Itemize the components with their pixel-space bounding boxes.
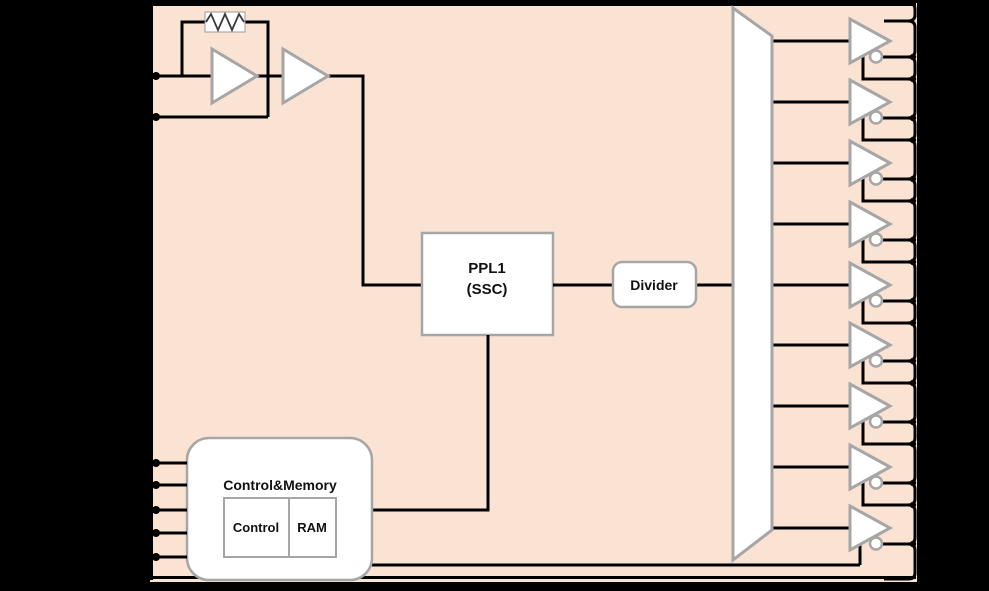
control-pin-wires [150,459,187,561]
output-buffer-triangle-icon [848,199,894,249]
divider-block [611,260,698,309]
inverter-bubble-icon [868,475,884,490]
control-pin-dot [152,553,160,561]
resistor-zigzag-icon [205,11,245,33]
ram-sub-block [288,497,337,558]
osc-buffer-triangle-icon [281,46,331,106]
osc-amp-triangle-icon [210,46,260,106]
xin-pin-dot [152,72,160,80]
control-memory-title: Control&Memory [223,477,337,493]
control-sub-label: Control [233,520,279,535]
inverter-bubble-icon [868,110,884,125]
mux [731,5,774,564]
control-pin-dot [152,481,160,489]
pll-control-wire [372,335,490,512]
ram-sub-label: RAM [297,520,327,535]
control-pin-dot [152,506,160,514]
pin-tab [884,542,917,581]
output-buffer-triangle-icon [848,442,894,492]
control-pin-dot [152,459,160,467]
pll-label-line1: PPL1 [468,260,506,277]
refclk-wire [328,74,422,287]
inverter-bubble-icon [868,232,884,247]
pll-block [420,231,555,337]
control-memory-block: Control&Memory Control RAM [185,436,374,582]
inverter-bubble-icon [868,353,884,368]
output-buffer-triangle-icon [848,16,894,66]
inverter-bubble-icon [868,536,884,551]
inverter-bubble-icon [868,293,884,308]
right-pin-tabs [884,1,917,581]
output-buffer-triangle-icon [848,503,894,553]
inverter-bubble-icon [868,49,884,64]
xout-pin-dot [152,113,160,121]
inverter-bubble-icon [868,414,884,429]
mux-output-wires [772,39,850,530]
pll-label-line2: (SSC) [467,281,508,298]
control-pin-dot [152,529,160,537]
output-buffer-triangle-icon [848,381,894,431]
control-sub-block [223,497,290,558]
output-buffer-triangle-icon [848,77,894,127]
inverter-bubble-icon [868,171,884,186]
output-buffer-triangle-icon [848,138,894,188]
output-buffer-triangle-icon [848,320,894,370]
output-buffer-triangle-icon [848,260,894,310]
divider-label: Divider [630,277,678,293]
